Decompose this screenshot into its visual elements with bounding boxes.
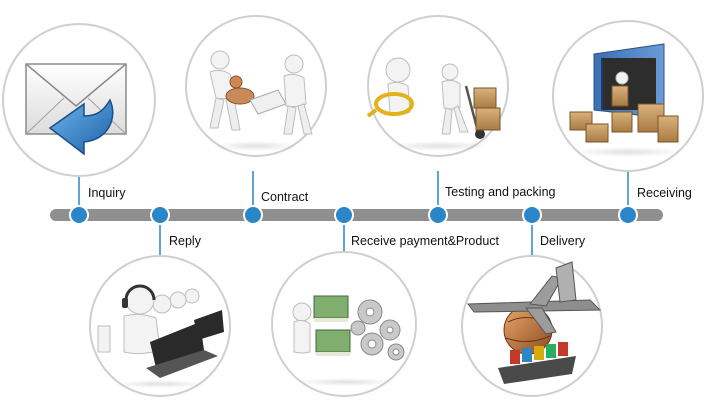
- magnifier-handtruck-boxes-icon: [366, 57, 501, 151]
- node-payment: [334, 205, 354, 225]
- label-testing: Testing and packing: [445, 185, 556, 199]
- timeline-bar: [50, 209, 663, 221]
- node-receiving: [618, 205, 638, 225]
- label-contract: Contract: [261, 190, 309, 204]
- step-labels: Inquiry Reply Contract Receive payment&P…: [88, 185, 692, 248]
- label-payment: Receive payment&Product: [351, 234, 500, 248]
- label-reply: Reply: [169, 234, 202, 248]
- circle-testing: [366, 15, 509, 157]
- call-center-headset-icon: [97, 284, 224, 388]
- circle-inquiry: [2, 23, 156, 177]
- connectors: [78, 171, 629, 258]
- circle-payment: [271, 251, 417, 397]
- money-gears-icon: [292, 295, 405, 386]
- node-delivery: [522, 205, 542, 225]
- label-delivery: Delivery: [540, 234, 586, 248]
- envelope-reply-icon: [25, 63, 127, 156]
- node-testing: [428, 205, 448, 225]
- node-inquiry: [69, 205, 89, 225]
- timeline-nodes: [69, 205, 638, 225]
- label-receiving: Receiving: [637, 186, 692, 200]
- label-inquiry: Inquiry: [88, 186, 126, 200]
- circle-contract: [185, 15, 327, 157]
- node-contract: [243, 205, 263, 225]
- container-boxes-icon: [569, 43, 684, 157]
- node-reply: [150, 205, 170, 225]
- airplane-globe-ship-icon: [467, 261, 602, 384]
- circle-delivery: [461, 255, 603, 397]
- contract-stamp-handshake-icon: [209, 50, 313, 151]
- circle-reply: [89, 255, 231, 397]
- circle-receiving: [552, 20, 704, 172]
